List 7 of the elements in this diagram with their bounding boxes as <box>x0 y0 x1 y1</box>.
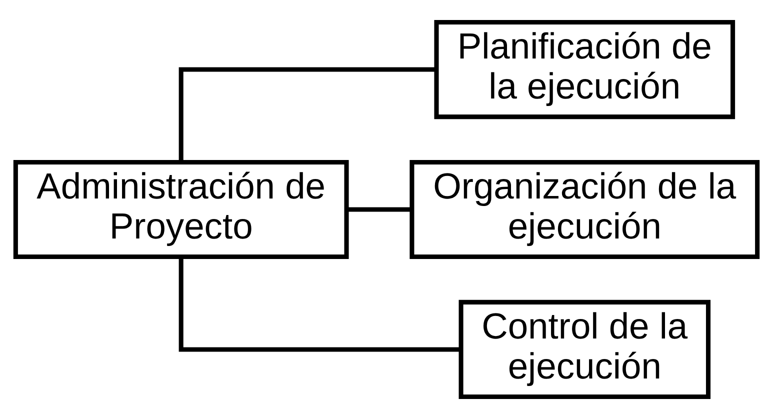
connector <box>178 67 436 162</box>
node-box: Organización de la ejecución <box>410 160 760 260</box>
connector <box>346 207 412 212</box>
connector <box>178 256 461 352</box>
node-box: Control de la ejecución <box>458 300 711 399</box>
node-box: Planificación de la ejecución <box>434 20 736 120</box>
node-box: Administración de Proyecto <box>13 160 349 260</box>
